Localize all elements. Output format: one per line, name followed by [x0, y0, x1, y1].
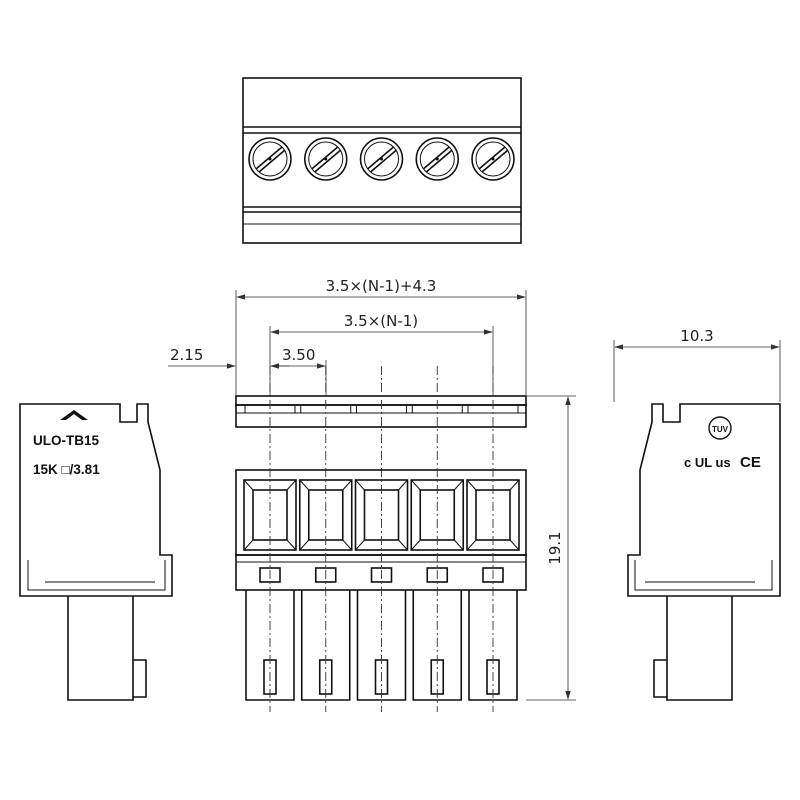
top-view — [242, 77, 522, 244]
overall-width-label: 3.5×(N-1)+4.3 — [326, 277, 437, 295]
screw-head-icon — [471, 137, 515, 181]
dimension-overall-width: 3.5×(N-1)+4.3 — [235, 277, 527, 396]
screw-head-icon — [415, 137, 460, 181]
ul-mark: c UL us — [684, 455, 731, 470]
screw-head-icon — [303, 137, 348, 181]
screw-head-icon — [248, 137, 292, 181]
ce-mark: CE — [740, 454, 761, 471]
top-screw-row — [248, 137, 515, 181]
dimension-pitch: 3.50 — [270, 346, 327, 396]
screw-head-icon — [359, 137, 404, 181]
pitch-label: 3.50 — [282, 346, 315, 364]
tuv-mark-text: TUV — [712, 425, 729, 434]
right-side-view: TUV c UL us CE — [627, 403, 781, 701]
dimension-pitch-span: 3.5×(N-1) — [269, 312, 494, 396]
brand-logo-icon — [60, 410, 88, 420]
depth-label: 10.3 — [680, 327, 713, 345]
left-side-view: ULO-TB15 15K □/3.81 — [19, 403, 173, 701]
tuv-mark-icon: TUV — [708, 416, 732, 440]
dimension-edge-offset: 2.15 — [168, 346, 289, 369]
side-model-label: ULO-TB15 — [33, 433, 99, 448]
dimension-depth: 10.3 — [613, 327, 781, 402]
edge-offset-label: 2.15 — [170, 346, 203, 364]
pitch-span-label: 3.5×(N-1) — [344, 312, 418, 330]
height-label: 19.1 — [546, 531, 564, 564]
pin-center-lines — [269, 366, 494, 712]
front-view — [235, 395, 527, 701]
contact-pins — [245, 590, 518, 701]
side-variant-label: 15K □/3.81 — [33, 462, 100, 477]
dimension-height: 19.1 — [526, 395, 576, 701]
